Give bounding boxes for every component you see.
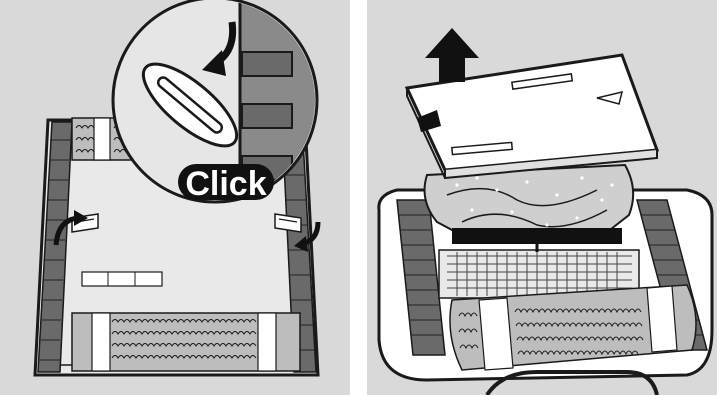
front-brush	[449, 284, 697, 371]
magnified-callout: Click	[111, 0, 319, 204]
filter-lid	[404, 53, 660, 180]
intake-grid	[438, 249, 640, 299]
label-plate	[81, 271, 163, 287]
click-label-bg	[178, 164, 274, 200]
bottom-brush	[71, 312, 301, 372]
click-label: Click	[185, 165, 266, 203]
arrow-up-icon	[425, 28, 479, 82]
left-diagram: Click	[33, 0, 321, 377]
left-side-track	[396, 199, 446, 356]
right-diagram	[377, 28, 714, 395]
step-right-illustration	[367, 0, 717, 395]
filter-bag	[423, 163, 635, 252]
latch-slot	[141, 62, 239, 148]
step-left-illustration: Click	[0, 0, 350, 395]
right-latch	[274, 213, 302, 233]
